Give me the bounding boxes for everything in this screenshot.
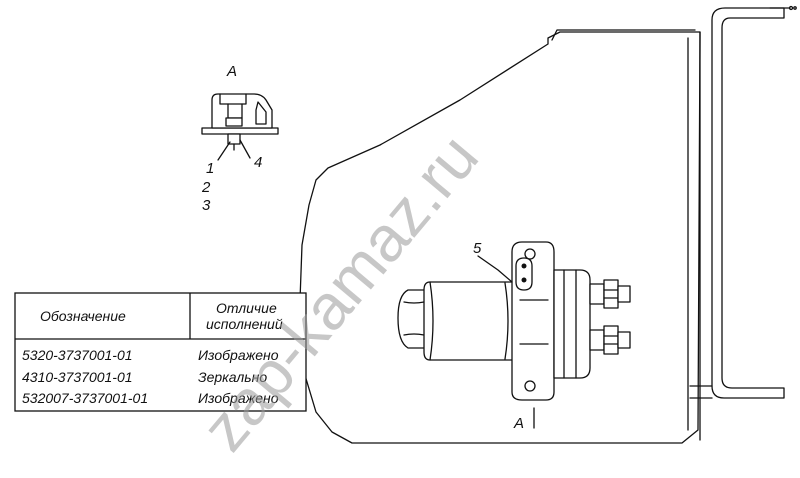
table-row-2-code: 4310-3737001-01 <box>22 369 133 385</box>
view-label-top: A <box>226 63 237 80</box>
frame-bracket <box>689 7 785 399</box>
callout-4: 4 <box>254 154 262 171</box>
table-header-versions: исполнений <box>206 316 283 332</box>
table-row-3-diff: Изображено <box>198 390 279 406</box>
table-row-3-code: 532007-3737001-01 <box>22 390 148 406</box>
cab-panel <box>299 29 701 444</box>
solenoid-switch <box>397 241 631 401</box>
table-header-designation: Обозначение <box>40 308 126 324</box>
detail-view-a <box>201 93 279 161</box>
designation-table: Обозначение Отличие исполнений 5320-3737… <box>14 292 307 412</box>
callout-5: 5 <box>473 240 482 257</box>
view-label-bottom: A <box>513 415 524 432</box>
callout-1: 1 <box>206 160 214 177</box>
callout-2: 2 <box>201 179 211 196</box>
callout-3: 3 <box>202 197 211 214</box>
table-row-1-code: 5320-3737001-01 <box>22 347 133 363</box>
table-row-2-diff: Зеркально <box>198 369 267 385</box>
table-header-difference: Отличие <box>216 300 277 316</box>
table-row-1-diff: Изображено <box>198 347 279 363</box>
